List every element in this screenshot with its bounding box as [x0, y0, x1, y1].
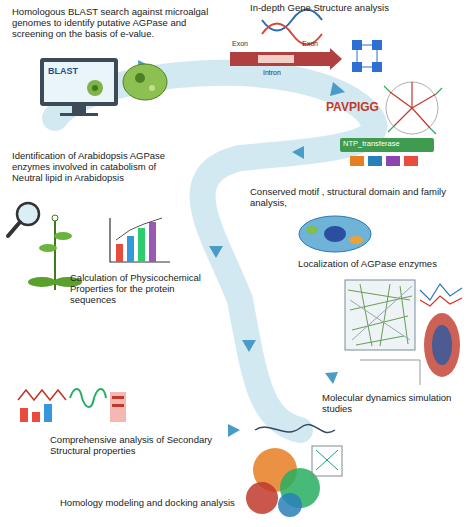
icon-label: Exon [302, 40, 332, 48]
step-text: Homologous BLAST search against microalg… [12, 6, 217, 40]
phylogeny-icon [340, 82, 442, 166]
chart-icon [110, 218, 170, 262]
step-text: Identification of Arabidopsis AGPase enz… [12, 150, 182, 184]
step-text: Molecular dynamics simulation studies [322, 392, 467, 414]
secondary-structure-icon [18, 389, 126, 422]
icon-label: Exon [232, 40, 262, 48]
cell-icon [299, 216, 371, 252]
step-text: Calculation of Physicochemical Propertie… [70, 272, 210, 306]
step-text: In-depth Gene Structure analysis [250, 2, 450, 13]
domain-label: NTP_transferase [343, 140, 433, 149]
gene-structure-icon [230, 10, 382, 73]
step-text: Localization of AGPase enzymes [298, 258, 468, 269]
motif-logo: PAVPIGG [326, 100, 396, 114]
step-text: Comprehensive analysis of Secondary Stru… [50, 434, 235, 456]
icon-label: Intron [263, 69, 297, 77]
computer-icon [40, 58, 167, 116]
docking-icon [246, 425, 342, 517]
icon-label: BLAST [48, 66, 98, 77]
step-text: Conserved motif , structural domain and … [250, 186, 455, 208]
step-text: Homology modeling and docking analysis [60, 497, 240, 508]
flow-band [55, 73, 374, 430]
md-simulation-icon [345, 280, 462, 385]
